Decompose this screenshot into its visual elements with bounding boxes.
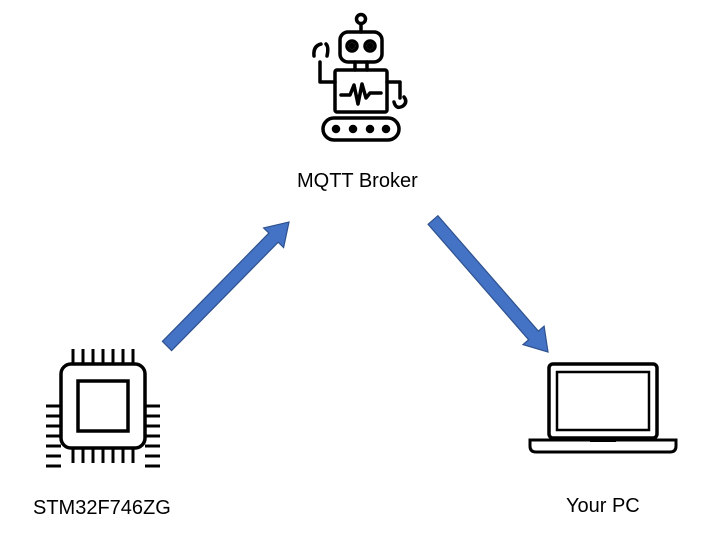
arrows-layer bbox=[161, 214, 549, 353]
microchip-icon bbox=[46, 349, 160, 468]
pc-label: Your PC bbox=[566, 495, 640, 517]
mcu-label: STM32F746ZG bbox=[33, 497, 171, 519]
broker-label: MQTT Broker bbox=[297, 170, 418, 192]
robot-icon bbox=[312, 12, 408, 142]
arrow-mcu-to-broker bbox=[161, 221, 290, 352]
arrow-broker-to-pc bbox=[427, 214, 549, 353]
laptop-icon bbox=[528, 362, 678, 454]
